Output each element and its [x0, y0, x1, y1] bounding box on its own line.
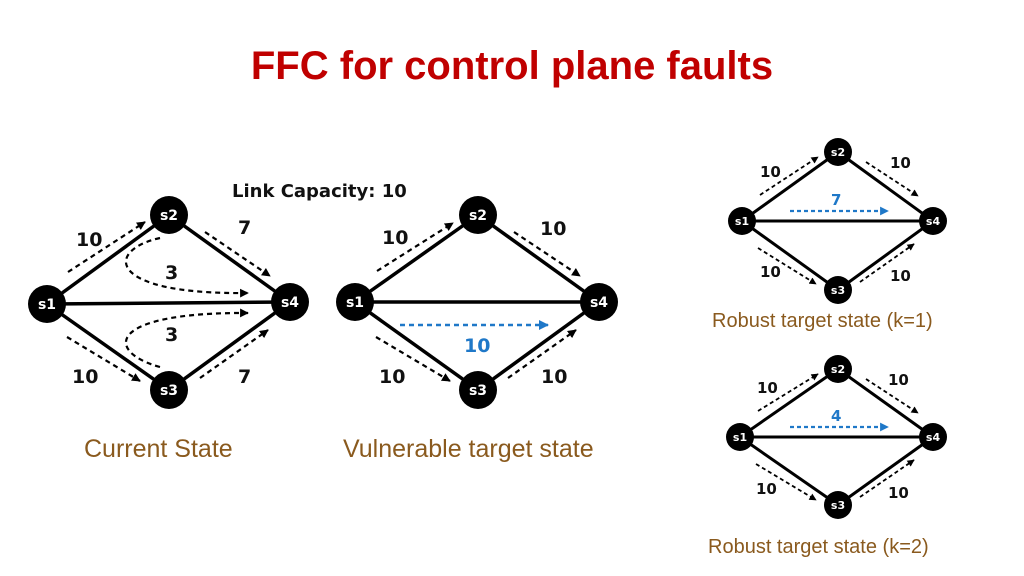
label-direct-flow: 10	[464, 335, 490, 357]
link-s2-s4	[837, 367, 934, 439]
node-s3: s3	[824, 276, 852, 304]
label-s1-s2: 10	[757, 379, 778, 397]
node-s1: s1	[728, 207, 756, 235]
label-s2-s4: 7	[238, 217, 251, 239]
robust-k2-caption: Robust target state (k=2)	[708, 536, 929, 558]
vulnerable-state-caption: Vulnerable target state	[343, 435, 594, 463]
node-s4: s4	[271, 283, 309, 321]
link-s1-s3	[741, 219, 839, 292]
node-s2: s2	[824, 355, 852, 383]
upper-detour-arrow	[124, 236, 249, 298]
node-s1: s1	[336, 283, 374, 321]
node-s2: s2	[459, 196, 497, 234]
node-s3: s3	[150, 371, 188, 409]
svg-text:s4: s4	[926, 431, 941, 444]
link-s1-s2	[739, 367, 839, 439]
link-s3-s4	[837, 219, 934, 292]
svg-text:s2: s2	[160, 208, 178, 224]
svg-text:s1: s1	[38, 297, 56, 313]
flow-arrow-s3-s4	[507, 329, 577, 379]
label-s2-s4: 10	[890, 154, 911, 172]
svg-text:s1: s1	[346, 295, 364, 311]
link-s1-s2	[353, 213, 480, 304]
slide-title: FFC for control plane faults	[250, 44, 774, 88]
svg-text:s3: s3	[831, 284, 845, 297]
link-s1-s3	[739, 435, 839, 507]
link-s1-s3	[45, 302, 171, 392]
node-s2: s2	[150, 196, 188, 234]
label-s3-s4: 10	[541, 366, 567, 388]
flow-arrow-s1-s2	[757, 373, 819, 412]
robust-k1-caption: Robust target state (k=1)	[712, 310, 933, 332]
label-s3-s4: 7	[238, 366, 251, 388]
link-s3-s4	[476, 300, 601, 392]
svg-text:s4: s4	[281, 295, 299, 311]
link-s2-s4	[476, 213, 601, 304]
link-s1-s3	[353, 300, 480, 392]
label-s1-s3: 10	[756, 480, 777, 498]
flow-arrow-s2-s4	[865, 161, 919, 197]
robust-k1-diagram: 10 10 7 10 10 s1 s2 s3 s4	[728, 138, 947, 304]
lower-detour-arrow	[124, 308, 249, 369]
flow-arrow-s2-s4	[513, 231, 581, 277]
svg-text:s4: s4	[926, 215, 941, 228]
label-s3-s4: 10	[888, 484, 909, 502]
node-s1: s1	[726, 423, 754, 451]
link-s2-s4	[167, 213, 292, 304]
label-s1-s2: 10	[76, 229, 102, 251]
label-lower-detour: 3	[165, 324, 178, 346]
node-s4: s4	[919, 423, 947, 451]
label-s1-s3: 10	[72, 366, 98, 388]
node-s4: s4	[580, 283, 618, 321]
svg-text:s3: s3	[469, 383, 487, 399]
node-s3: s3	[824, 491, 852, 519]
node-s1: s1	[28, 285, 66, 323]
label-s3-s4: 10	[890, 267, 911, 285]
svg-text:s2: s2	[831, 146, 845, 159]
flow-arrow-s1-s3	[757, 247, 817, 285]
svg-text:s1: s1	[733, 431, 747, 444]
label-s1-s3: 10	[379, 366, 405, 388]
label-upper-detour: 3	[165, 262, 178, 284]
node-s4: s4	[919, 207, 947, 235]
link-s3-s4	[837, 435, 934, 507]
link-capacity-label: Link Capacity: 10	[232, 181, 407, 202]
link-s3-s4	[167, 300, 292, 392]
label-s2-s4: 10	[540, 218, 566, 240]
svg-text:s3: s3	[160, 383, 178, 399]
flow-arrow-s2-s4	[865, 378, 919, 414]
link-s1-s2	[45, 213, 171, 306]
flow-arrow-s1-s2	[759, 156, 819, 196]
label-direct-flow: 7	[831, 191, 841, 209]
current-state-diagram: 10 7 3 3 10 7 s1 s2 s3 s4	[28, 196, 309, 409]
label-s1-s3: 10	[760, 263, 781, 281]
svg-text:s4: s4	[590, 295, 608, 311]
flow-arrow-s3-s4	[859, 459, 915, 498]
label-s1-s2: 10	[760, 163, 781, 181]
link-s1-s2	[741, 150, 839, 223]
node-s2: s2	[824, 138, 852, 166]
flow-arrow-s3-s4	[199, 329, 269, 379]
flow-arrow-s1-s2	[376, 222, 454, 272]
label-direct-flow: 4	[831, 407, 841, 425]
svg-text:s1: s1	[735, 215, 749, 228]
svg-text:s2: s2	[831, 363, 845, 376]
svg-text:s3: s3	[831, 499, 845, 512]
flow-arrow-s1-s3	[755, 463, 817, 501]
svg-text:s2: s2	[469, 208, 487, 224]
link-s2-s4	[837, 150, 934, 223]
vulnerable-state-diagram: 10 10 10 10 10 s1 s2 s3 s4	[336, 196, 618, 409]
flow-arrow-s2-s4	[204, 231, 271, 277]
robust-k2-diagram: 10 10 4 10 10 s1 s2 s3 s4	[726, 355, 947, 519]
node-s3: s3	[459, 371, 497, 409]
current-state-caption: Current State	[84, 435, 233, 463]
label-s1-s2: 10	[382, 227, 408, 249]
link-s1-s4	[46, 300, 291, 306]
flow-arrow-s1-s2	[67, 221, 146, 273]
label-s2-s4: 10	[888, 371, 909, 389]
